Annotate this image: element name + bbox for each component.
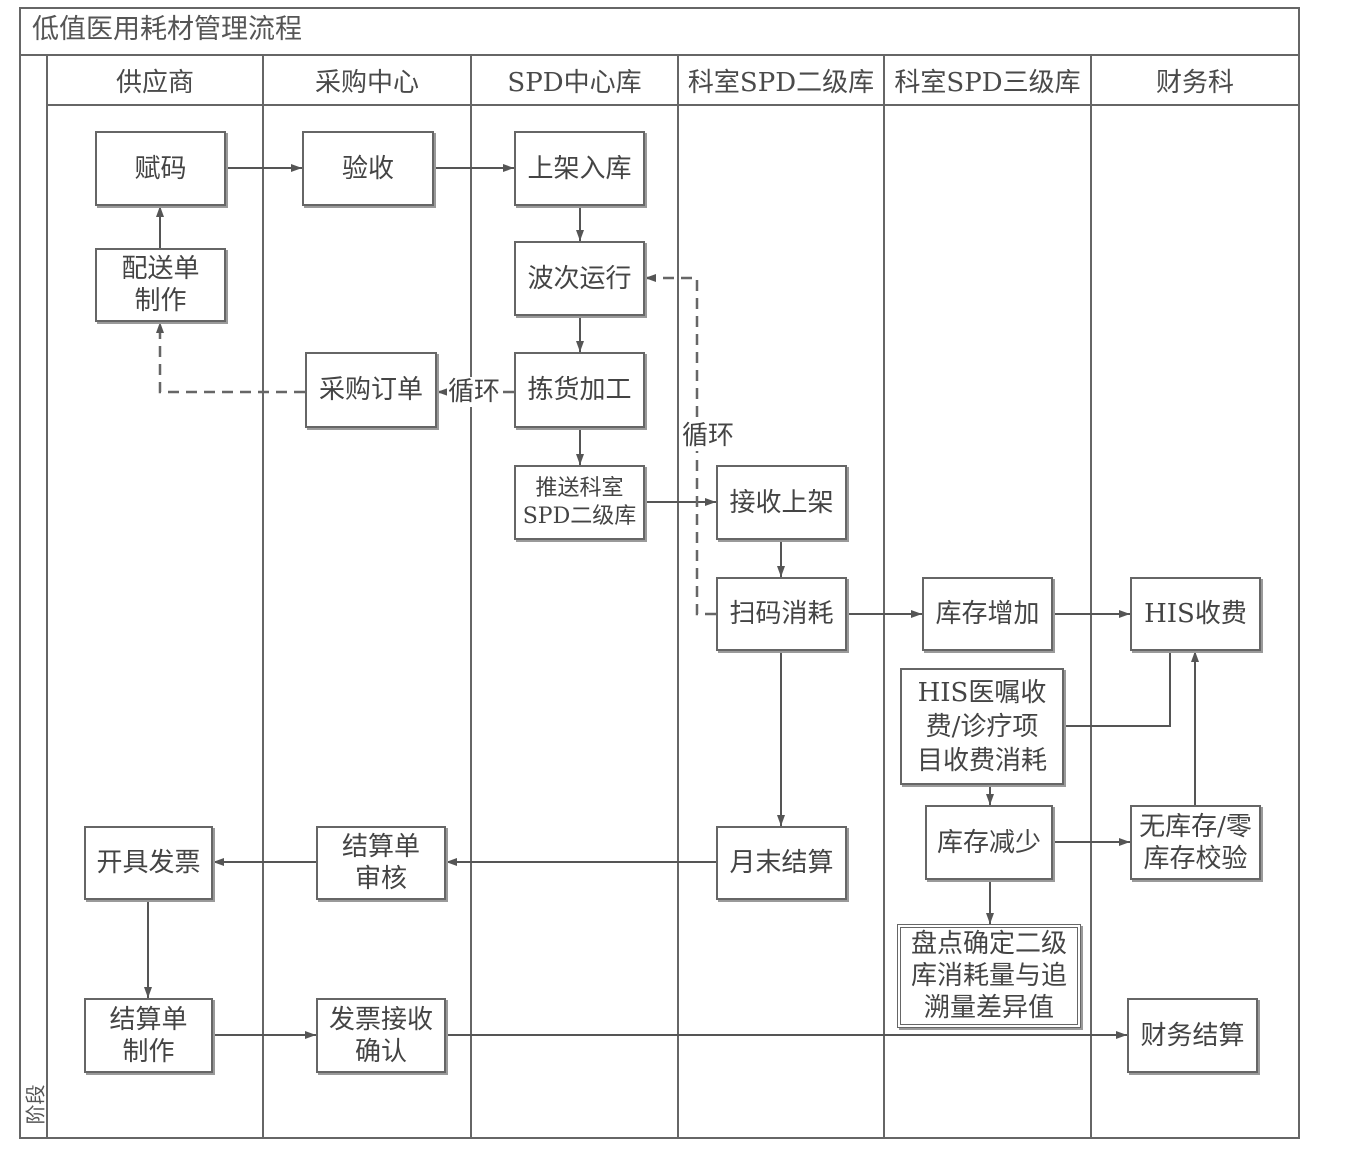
node-push-level2: 推送科室 SPD二级库 bbox=[514, 465, 645, 540]
line-his-order-fee-to-his-fee bbox=[1064, 651, 1171, 727]
node-inventory-diff: 盘点确定二级 库消耗量与追 溯量差异值 bbox=[897, 924, 1081, 1028]
node-settlement-make-line-1: 结算单 bbox=[109, 1004, 188, 1035]
lane-header-spd-central: SPD中心库 bbox=[507, 67, 642, 98]
node-push-level2-line-1: 推送科室 bbox=[535, 475, 624, 501]
node-delivery-note-line-1: 配送单 bbox=[121, 254, 200, 284]
node-stock-decrease: 库存减少 bbox=[925, 805, 1053, 880]
loop-label-picking-to-order: 循环 bbox=[447, 377, 502, 407]
node-picking: 拣货加工 bbox=[514, 352, 645, 428]
node-zero-stock-check: 无库存/零 库存校验 bbox=[1130, 805, 1261, 880]
swimlane-frame bbox=[19, 7, 1300, 1139]
node-his-order-fee-line-3: 目收费消耗 bbox=[916, 745, 1047, 776]
node-inventory-diff-line-2: 库消耗量与追 bbox=[910, 961, 1067, 991]
node-shelving-in: 上架入库 bbox=[514, 131, 645, 206]
node-inventory-diff-line-3: 溯量差异值 bbox=[923, 993, 1054, 1023]
node-acceptance-text: 验收 bbox=[341, 153, 394, 184]
node-coding-text: 赋码 bbox=[134, 153, 187, 184]
node-zero-stock-check-line-1: 无库存/零 bbox=[1139, 811, 1252, 842]
lane-header-supplier: 供应商 bbox=[115, 67, 194, 98]
node-finance-settle: 财务结算 bbox=[1127, 998, 1258, 1073]
node-delivery-note-line-2: 制作 bbox=[134, 286, 187, 316]
flow-arrows bbox=[144, 164, 1199, 1039]
node-acceptance: 验收 bbox=[302, 131, 434, 206]
node-month-end: 月末结算 bbox=[716, 826, 847, 900]
node-purchase-order: 采购订单 bbox=[305, 352, 437, 428]
lane-header-dept-spd-level3: 科室SPD三级库 bbox=[894, 67, 1081, 98]
node-shelving-in-text: 上架入库 bbox=[527, 153, 632, 184]
lane-header-finance: 财务科 bbox=[1155, 67, 1234, 98]
node-invoice-issue: 开具发票 bbox=[84, 826, 213, 900]
node-push-level2-line-2: SPD二级库 bbox=[522, 503, 637, 529]
node-month-end-text: 月末结算 bbox=[729, 848, 834, 878]
stage-label-text: 阶段 bbox=[23, 1084, 47, 1124]
node-his-fee-text: HIS收费 bbox=[1144, 599, 1247, 629]
node-scan-consume: 扫码消耗 bbox=[716, 577, 847, 651]
node-his-order-fee-line-2: 费/诊疗项 bbox=[925, 711, 1039, 742]
node-stock-increase-text: 库存增加 bbox=[935, 599, 1040, 629]
node-settlement-review-line-1: 结算单 bbox=[341, 832, 420, 862]
node-his-order-fee: HIS医嘱收 费/诊疗项 目收费消耗 bbox=[900, 668, 1064, 785]
node-delivery-note: 配送单 制作 bbox=[95, 248, 226, 322]
node-picking-text: 拣货加工 bbox=[527, 375, 632, 405]
node-his-fee: HIS收费 bbox=[1130, 577, 1261, 651]
node-settlement-make-line-2: 制作 bbox=[122, 1036, 175, 1067]
loop-arrows bbox=[156, 274, 716, 616]
node-wave-run: 波次运行 bbox=[514, 241, 645, 316]
outer-frame bbox=[19, 7, 1300, 1139]
node-inventory-diff-line-1: 盘点确定二级 bbox=[910, 929, 1067, 959]
node-purchase-order-text: 采购订单 bbox=[318, 375, 423, 405]
node-his-order-fee-line-1: HIS医嘱收 bbox=[917, 677, 1047, 708]
node-settlement-review-line-2: 审核 bbox=[354, 864, 407, 894]
node-invoice-confirm-line-1: 发票接收 bbox=[328, 1004, 433, 1035]
node-zero-stock-check-line-2: 库存校验 bbox=[1143, 843, 1248, 874]
node-settlement-make: 结算单 制作 bbox=[84, 998, 213, 1073]
node-coding: 赋码 bbox=[95, 131, 226, 206]
node-invoice-confirm: 发票接收 确认 bbox=[316, 998, 446, 1073]
loop-label-scan-to-wave: 循环 bbox=[681, 421, 736, 451]
node-wave-run-text: 波次运行 bbox=[527, 263, 632, 294]
node-stock-increase: 库存增加 bbox=[922, 577, 1053, 651]
node-invoice-confirm-line-2: 确认 bbox=[354, 1036, 407, 1067]
node-receive-shelve: 接收上架 bbox=[716, 465, 847, 540]
dashed-arrow-purchase-order-to-delivery-note bbox=[156, 322, 305, 394]
node-settlement-review: 结算单 审核 bbox=[316, 826, 446, 900]
node-receive-shelve-text: 接收上架 bbox=[729, 487, 834, 518]
lane-header-dept-spd-level2: 科室SPD二级库 bbox=[687, 67, 875, 98]
node-stock-decrease-text: 库存减少 bbox=[936, 827, 1041, 858]
stage-column-label: 阶段 bbox=[20, 1072, 47, 1136]
diagram-title: 低值医用耗材管理流程 bbox=[32, 14, 302, 45]
node-invoice-issue-text: 开具发票 bbox=[96, 848, 201, 878]
node-finance-settle-text: 财务结算 bbox=[1140, 1020, 1245, 1051]
lane-header-purchasing-center: 采购中心 bbox=[314, 67, 419, 98]
node-scan-consume-text: 扫码消耗 bbox=[729, 599, 834, 629]
